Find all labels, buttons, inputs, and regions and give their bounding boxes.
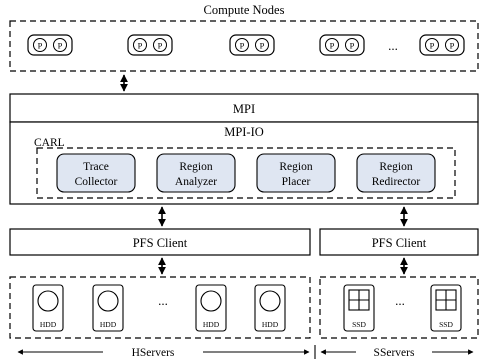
- process-icon: [255, 38, 269, 52]
- process-icon: [133, 38, 147, 52]
- ssd-list: SSD SSD: [343, 284, 462, 332]
- hdd-disk: HDD: [254, 284, 286, 332]
- hdd-label: HDD: [100, 320, 117, 329]
- process-icon: [235, 38, 249, 52]
- carl-module-line2: Analyzer: [175, 176, 217, 188]
- process-label: P: [350, 41, 355, 51]
- process-icon: [325, 38, 339, 52]
- process-label: P: [158, 41, 163, 51]
- carl-module-line2: Collector: [75, 176, 118, 188]
- hdd-label: HDD: [40, 320, 57, 329]
- pfs-client-left-label: PFS Client: [133, 236, 188, 250]
- process-label: P: [38, 41, 43, 51]
- carl-module-line1: Region: [179, 161, 212, 173]
- hdd-disk: HDD: [92, 284, 124, 332]
- process-icon: [425, 38, 439, 52]
- hdd-disk: HDD: [32, 284, 64, 332]
- hservers-group: [9, 276, 311, 339]
- process-label: P: [430, 41, 435, 51]
- hdd-platter-icon: [259, 290, 281, 312]
- process-icon: [33, 38, 47, 52]
- process-icon: [445, 38, 459, 52]
- carl-module-box: [156, 153, 236, 193]
- ssd-disk: SSD: [343, 284, 375, 332]
- process-icon: [345, 38, 359, 52]
- hdd-platter-icon: [200, 290, 222, 312]
- hdd-platter-icon: [37, 290, 59, 312]
- carl-group: [36, 147, 456, 199]
- carl-module-line2: Redirector: [372, 176, 421, 188]
- hdd-platter-icon: [97, 290, 119, 312]
- hdd-label: HDD: [203, 320, 220, 329]
- pfs-client-right-label: PFS Client: [372, 236, 427, 250]
- mpi-label: MPI: [233, 102, 255, 116]
- hdd-disk: HDD: [195, 284, 227, 332]
- process-label: P: [240, 41, 245, 51]
- carl-module-box: [56, 153, 136, 193]
- carl-module-box: [356, 153, 436, 193]
- mpiio-label: MPI-IO: [224, 125, 264, 139]
- mpi-layer: [9, 93, 479, 123]
- process-label: P: [330, 41, 335, 51]
- sservers-label: SServers: [374, 347, 415, 359]
- carl-module-box: [256, 153, 336, 193]
- process-label: P: [450, 41, 455, 51]
- sservers-ellipsis: ...: [395, 293, 405, 308]
- compute-nodes-title: Compute Nodes: [204, 3, 285, 17]
- process-label: P: [138, 41, 143, 51]
- ssd-label: SSD: [352, 320, 366, 329]
- process-icon: [53, 38, 67, 52]
- carl-module-line2: Placer: [282, 176, 311, 188]
- carl-module-line1: Trace: [83, 161, 109, 173]
- process-label: P: [260, 41, 265, 51]
- carl-module-line1: Region: [279, 161, 312, 173]
- hdd-list: HDD HDD HDD HDD: [32, 284, 286, 332]
- carl-label: CARL: [34, 137, 65, 149]
- pfs-client-hservers: [9, 228, 311, 256]
- ssd-disk: SSD: [430, 284, 462, 332]
- process-icon: [153, 38, 167, 52]
- carl-module-list: TraceCollectorRegionAnalyzerRegionPlacer…: [56, 153, 436, 193]
- compute-nodes-ellipsis: ...: [388, 38, 398, 53]
- carl-module-line1: Region: [379, 161, 412, 173]
- hservers-ellipsis: ...: [158, 293, 168, 308]
- hservers-label: HServers: [132, 347, 175, 359]
- pfs-client-sservers: [319, 228, 479, 256]
- process-label: P: [58, 41, 63, 51]
- compute-nodes-group: [9, 20, 479, 72]
- ssd-label: SSD: [439, 320, 453, 329]
- hdd-label: HDD: [262, 320, 279, 329]
